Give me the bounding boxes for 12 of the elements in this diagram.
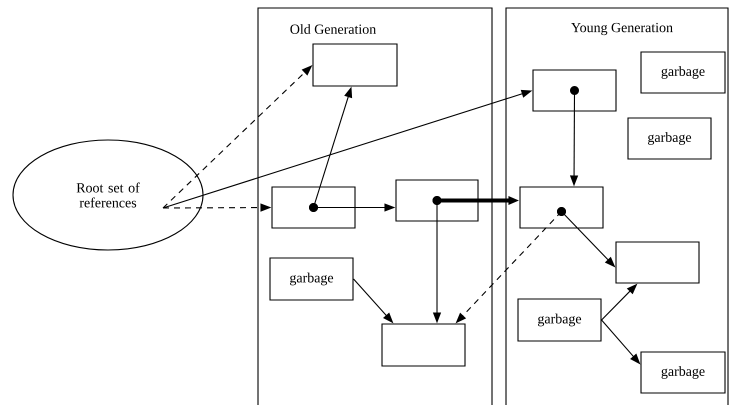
object-box [519,186,604,229]
garbage-box: garbage [269,257,354,301]
object-box [312,43,398,87]
object-box [395,179,479,222]
garbage-box: garbage [627,117,712,160]
object-box [381,323,466,367]
garbage-box: garbage [640,351,726,394]
object-box [532,69,617,112]
garbage-box: garbage [640,51,726,94]
garbage-box: garbage [517,298,602,342]
object-box [615,241,700,284]
object-box [271,186,356,229]
